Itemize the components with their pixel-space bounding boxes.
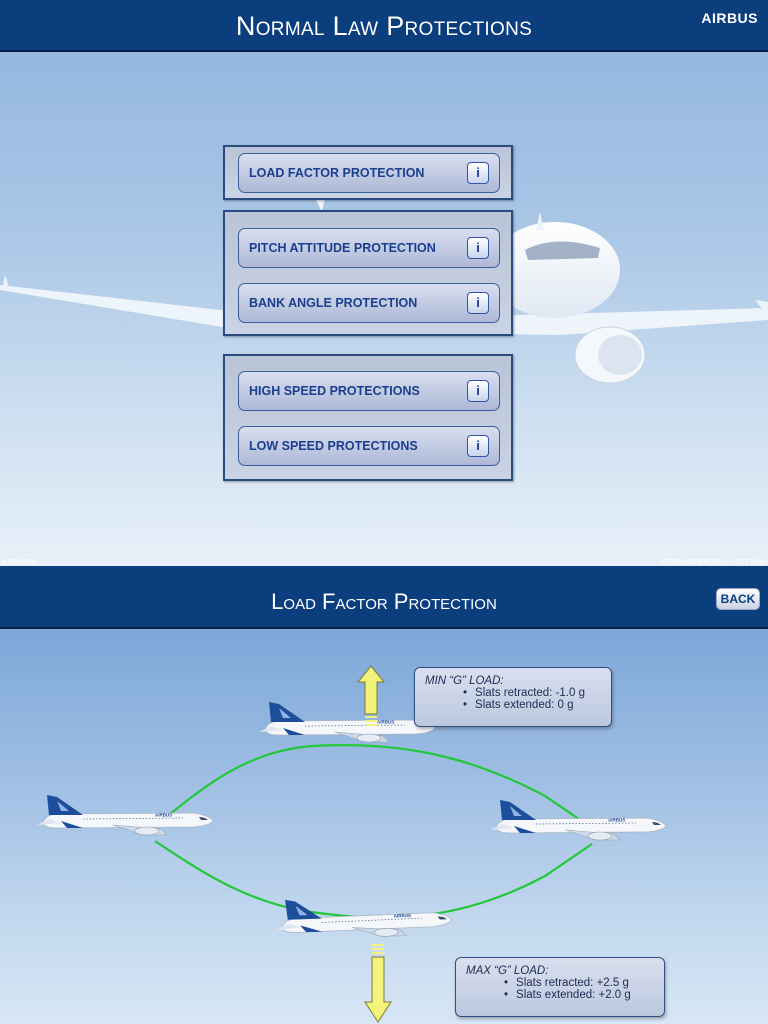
bank-angle-protection-button[interactable]: BANK ANGLE PROTECTION i [238, 283, 500, 323]
menu-button-label: HIGH SPEED PROTECTIONS [249, 384, 420, 398]
menu-button-label: LOW SPEED PROTECTIONS [249, 439, 418, 453]
document-reference: XFTDN1000PROT01 – OCT 2018 [659, 559, 766, 566]
min-g-load-note: MIN “G” LOAD: Slats retracted: -1.0 g Sl… [414, 667, 612, 727]
info-icon[interactable]: i [467, 237, 489, 259]
normal-law-protections-slide: Normal Law Protections AIRBUS LOAD FACTO… [0, 0, 768, 566]
back-button[interactable]: BACK [716, 588, 760, 610]
page-title: Load Factor Protection [271, 589, 497, 614]
attitude-protection-group: PITCH ATTITUDE PROTECTION i BANK ANGLE P… [223, 210, 513, 336]
aircraft-right-icon [489, 799, 667, 841]
up-arrow-icon [356, 665, 386, 726]
speed-protection-group: HIGH SPEED PROTECTIONS i LOW SPEED PROTE… [223, 354, 513, 481]
maneuver-path-upper [157, 743, 593, 829]
load-factor-diagram: AIRBUS [36, 665, 667, 1023]
menu-button-label: PITCH ATTITUDE PROTECTION [249, 241, 436, 255]
max-g-load-note: MAX “G” LOAD: Slats retracted: +2.5 g Sl… [455, 957, 665, 1017]
page-title: Normal Law Protections [235, 11, 533, 41]
aircraft-bottom-icon [274, 893, 453, 941]
low-speed-protections-button[interactable]: LOW SPEED PROTECTIONS i [238, 426, 500, 466]
aircraft-type-label: A320/A330 [2, 559, 37, 566]
list-item: Slats extended: 0 g [463, 699, 601, 711]
high-speed-protections-button[interactable]: HIGH SPEED PROTECTIONS i [238, 371, 500, 411]
airbus-logo: AIRBUS [701, 10, 758, 26]
info-icon[interactable]: i [467, 292, 489, 314]
load-factor-group: LOAD FACTOR PROTECTION i [223, 145, 513, 200]
slide-header: Normal Law Protections AIRBUS [0, 0, 768, 52]
info-icon[interactable]: i [467, 435, 489, 457]
info-icon[interactable]: i [467, 380, 489, 402]
min-g-load-title: MIN “G” LOAD: [425, 675, 504, 687]
load-factor-protection-button[interactable]: LOAD FACTOR PROTECTION i [238, 153, 500, 193]
max-g-load-title: MAX “G” LOAD: [466, 965, 549, 977]
pitch-attitude-protection-button[interactable]: PITCH ATTITUDE PROTECTION i [238, 228, 500, 268]
list-item: Slats retracted: +2.5 g [504, 977, 654, 989]
load-factor-protection-slide: Load Factor Protection BACK [0, 566, 768, 1024]
down-arrow-icon [364, 944, 392, 1023]
menu-button-label: BANK ANGLE PROTECTION [249, 296, 418, 310]
info-icon[interactable]: i [467, 162, 489, 184]
aircraft-top-icon [258, 701, 436, 743]
menu-button-label: LOAD FACTOR PROTECTION [249, 166, 425, 180]
slide-header: Load Factor Protection BACK [0, 566, 768, 629]
background-aircraft-image [0, 198, 768, 384]
maneuver-path-lower [154, 840, 593, 919]
list-item: Slats retracted: -1.0 g [463, 687, 601, 699]
list-item: Slats extended: +2.0 g [504, 989, 654, 1001]
